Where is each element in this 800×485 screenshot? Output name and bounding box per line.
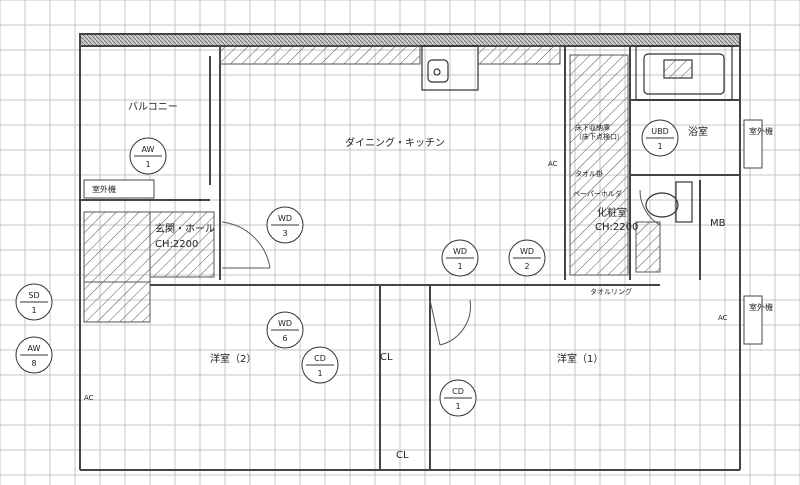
tag-code: WD bbox=[520, 247, 534, 256]
outdoor-unit-label-2: 室外機 bbox=[749, 126, 773, 136]
towel-ring-label: タオルリング bbox=[590, 287, 632, 296]
western1-label: 洋室（1） bbox=[557, 352, 603, 365]
ac-label-1: AC bbox=[548, 160, 558, 168]
tag-code: UBD bbox=[651, 127, 669, 136]
powder-ch-label: CH:2200 bbox=[595, 222, 638, 233]
tag-number: 1 bbox=[457, 262, 462, 271]
tag-code: CD bbox=[314, 354, 326, 363]
tag-code: AW bbox=[28, 344, 41, 353]
entrance-label: 玄関・ホール bbox=[155, 222, 215, 235]
toilet bbox=[645, 181, 693, 223]
tag-code: AW bbox=[142, 145, 155, 154]
tag-sd-1: SD 1 bbox=[15, 283, 53, 321]
hatched-zones bbox=[83, 45, 661, 323]
room-labels: バルコニー ダイニング・キッチン 浴室 玄関・ホール CH:2200 化粧室 C… bbox=[128, 101, 708, 365]
tag-aw-1: AW 1 bbox=[129, 137, 167, 175]
tag-aw-8: AW 8 bbox=[15, 336, 53, 374]
tag-code: WD bbox=[453, 247, 467, 256]
tag-number: 1 bbox=[317, 369, 322, 378]
mb-label: MB bbox=[710, 218, 726, 229]
outdoor-unit-label: 室外機 bbox=[92, 184, 116, 194]
kitchen-sink bbox=[421, 45, 479, 91]
underfloor-label: 床下収納庫 bbox=[575, 123, 610, 132]
entrance-ch-label: CH:2200 bbox=[155, 239, 198, 250]
tag-cd-1: CD 1 bbox=[439, 379, 477, 417]
tag-number: 6 bbox=[282, 334, 287, 343]
fixture-labels: 室外機 床下収納庫 （床下点検口） タオル掛 ペーパーホルダ タオルリング MB… bbox=[83, 119, 773, 461]
tag-number: 1 bbox=[455, 402, 460, 411]
tag-wd-3: WD 3 bbox=[266, 206, 304, 244]
tag-number: 2 bbox=[524, 262, 529, 271]
outdoor-unit-label-3: 室外機 bbox=[749, 302, 773, 312]
dining-kitchen-label: ダイニング・キッチン bbox=[345, 136, 445, 149]
bathtub bbox=[635, 45, 733, 101]
underfloor-sub-label: （床下点検口） bbox=[575, 132, 624, 141]
doors bbox=[221, 189, 661, 346]
tag-ubd-1: UBD 1 bbox=[641, 119, 679, 157]
towel-hook-label: タオル掛 bbox=[575, 169, 603, 178]
ac-label-3: AC bbox=[84, 394, 94, 402]
tag-wd-6: WD 6 bbox=[266, 311, 304, 349]
tag-code: SD bbox=[28, 291, 39, 300]
tag-number: 1 bbox=[31, 306, 36, 315]
ac-label-2: AC bbox=[718, 314, 728, 322]
balcony-label: バルコニー bbox=[128, 101, 178, 113]
tag-wd-1: WD 1 bbox=[441, 239, 479, 277]
tag-number: 1 bbox=[145, 160, 150, 169]
powder-label: 化粧室 bbox=[597, 206, 627, 219]
tag-code: CD bbox=[452, 387, 464, 396]
tag-code: WD bbox=[278, 319, 292, 328]
tag-number: 8 bbox=[31, 359, 36, 368]
bath-label: 浴室 bbox=[688, 125, 708, 138]
tag-number: 1 bbox=[657, 142, 662, 151]
walls bbox=[79, 33, 741, 471]
tag-wd-2: WD 2 bbox=[508, 239, 546, 277]
cl-label-2: CL bbox=[396, 450, 409, 461]
tag-code: WD bbox=[278, 214, 292, 223]
western2-label: 洋室（2） bbox=[210, 352, 256, 365]
paper-holder-label: ペーパーホルダ bbox=[573, 189, 622, 198]
tag-cd-1: CD 1 bbox=[301, 346, 339, 384]
tag-number: 3 bbox=[282, 229, 287, 238]
cl-label-1: CL bbox=[380, 352, 393, 363]
